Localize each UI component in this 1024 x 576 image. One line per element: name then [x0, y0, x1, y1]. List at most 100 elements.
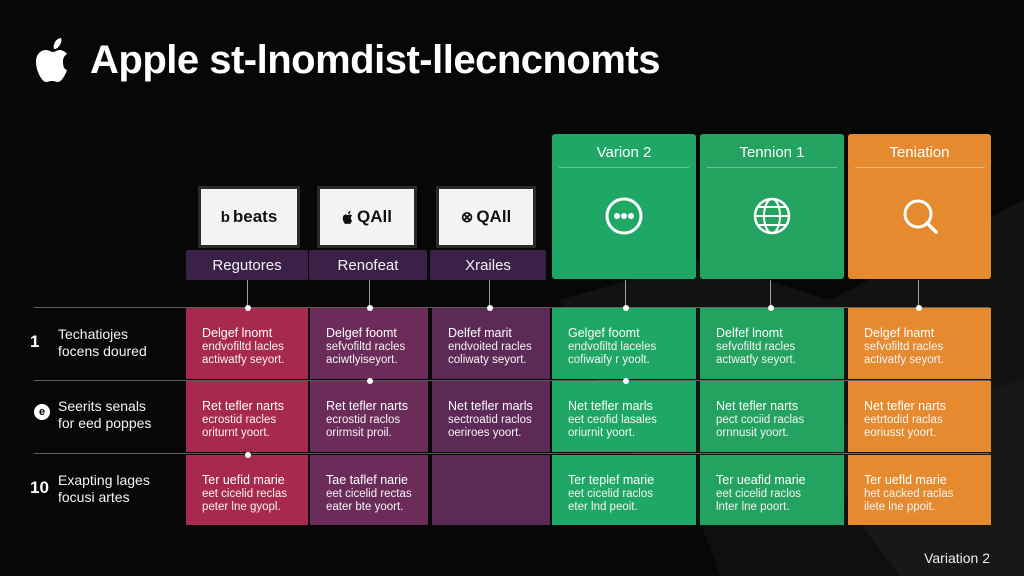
row-label-line: focens doured [58, 343, 147, 359]
cell-text: endvofiltd laceles [568, 341, 657, 353]
variation-card-2: Tennion 1 [700, 134, 844, 279]
cell-heading: Ter uefld marie [864, 473, 947, 487]
connector-dot [366, 378, 373, 384]
connector-dot [486, 305, 493, 311]
connector-line [625, 280, 626, 308]
cell-heading: Ter ueafid marie [716, 473, 806, 487]
connector-line [770, 280, 771, 308]
connector-dot [622, 378, 629, 384]
cell-text: ilete lne ppoit. [864, 501, 935, 513]
row-divider [34, 307, 990, 308]
cell-text: eter lnd peoit. [568, 501, 638, 513]
variation-rule [854, 167, 985, 168]
cell-text: ornnusit yoort. [716, 427, 789, 439]
cell-text: pect cociid raclas [716, 414, 805, 426]
row-divider [34, 380, 990, 381]
cell-text: actiwatfy seyort. [202, 354, 285, 366]
apple-logo-icon [342, 210, 353, 224]
cell-text: peter lne gyopl. [202, 501, 281, 513]
cell-heading: Delfef lnomt [716, 326, 783, 340]
cell-text: ecrostid racles [202, 414, 277, 426]
category-label-xrailes: Xrailes [430, 250, 546, 280]
cell-text: orirmsit proil. [326, 427, 392, 439]
cell-text: eetrtodid raclas [864, 414, 943, 426]
cell-text: ecrostid raclos [326, 414, 401, 426]
cell-text: activatfy seyort. [864, 354, 944, 366]
grid-cell [432, 455, 550, 525]
cell-text: oriturnt yoort. [202, 427, 270, 439]
row-label-line: Exapting lages [58, 472, 150, 488]
row-number: e [34, 404, 50, 420]
connector-line [369, 280, 370, 308]
cell-heading: Gelgef foomt [568, 326, 640, 340]
row-label: Exapting lages focusi artes [58, 472, 183, 506]
header: Apple st-lnomdist-llecncnomts [34, 30, 661, 90]
cell-text: eater bte yoort. [326, 501, 404, 513]
cell-text: cofiwaify r yoolt. [568, 354, 650, 366]
row-label-line: Techatiojes [58, 326, 129, 342]
cell-heading: Ret tefler narts [326, 399, 408, 413]
connector-dot [915, 305, 922, 311]
row-label-line: for eed poppes [58, 415, 152, 431]
cell-text: oriurnit yoort. [568, 427, 636, 439]
row-label-line: Seerits senals [58, 398, 146, 414]
cell-text: actwatfy seyort. [716, 354, 796, 366]
logo-text: QAll [476, 207, 512, 226]
connector-dot [622, 305, 629, 311]
variation-title: Teniation [889, 144, 950, 161]
chat-bubble-icon [605, 197, 643, 235]
sphere-logo-icon: ⊗ [460, 209, 474, 226]
variation-card-1: Varion 2 [552, 134, 696, 279]
beats-logo-icon: b [220, 208, 230, 226]
variation-rule [559, 167, 689, 168]
cell-text: sefvofiltd racles [716, 341, 796, 353]
apple-logo-icon [36, 38, 67, 82]
cell-text: eet cicelid reclas [202, 488, 288, 500]
cell-heading: Ter uefid marie [202, 473, 285, 487]
variation-card-3: Teniation [848, 134, 991, 279]
cell-heading: Delgef foomt [326, 326, 397, 340]
row-number: 10 [30, 478, 49, 497]
connector-dot [767, 305, 774, 311]
cell-text: endvofiltd lacles [202, 341, 284, 353]
cell-heading: Tae taflef narie [326, 473, 408, 487]
cell-text: oeriroes yoort. [448, 427, 522, 439]
cell-heading: Ter teplef marie [568, 473, 655, 487]
connector-line [489, 280, 490, 308]
category-label-regutores: Regutores [186, 250, 308, 280]
row-divider [34, 453, 990, 454]
category-label-renofeat: Renofeat [309, 250, 427, 280]
cell-text: coliwaty seyort. [448, 354, 527, 366]
cell-text: eet cicelid raclos [716, 488, 802, 500]
connector-dot [244, 305, 251, 311]
cell-text: endvoited racles [448, 341, 532, 353]
variation-title: Varion 2 [596, 144, 652, 161]
cell-text: het cacked raclas [864, 488, 954, 500]
cell-text: sefvofiltd racles [326, 341, 406, 353]
globe-icon [753, 197, 791, 235]
cell-heading: Net tefler narts [864, 399, 946, 413]
variation-rule [707, 167, 837, 168]
cell-text: lnter lne poort. [716, 501, 790, 513]
logo-box-qall: ⊗ QAll [436, 186, 536, 248]
page-title: Apple st-lnomdist-llecncnomts [90, 37, 661, 82]
variation-title: Tennion 1 [739, 144, 805, 161]
connector-line [247, 280, 248, 308]
cell-heading: Ret tefler narts [202, 399, 284, 413]
row-number: 1 [30, 332, 40, 351]
logo-text: beats [232, 207, 278, 226]
